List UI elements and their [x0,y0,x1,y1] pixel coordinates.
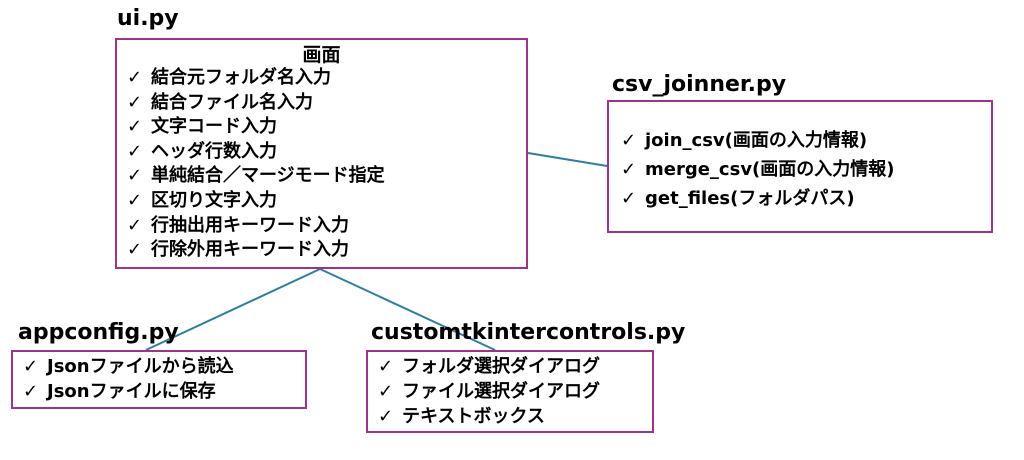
check-icon: ✓ [378,406,394,427]
ui-module-box: 画面 ✓ 結合元フォルダ名入力 ✓ 結合ファイル名入力 ✓ 文字コード入力 ✓ ヘッダ行… [115,38,528,269]
ui-item: ✓ ヘッダ行数入力 [127,140,516,165]
ui-module-title: ui.py [117,6,179,31]
check-icon: ✓ [127,140,143,162]
csv-joinner-item: ✓ get_files(フォルダパス) [621,184,981,213]
ui-item-label: 文字コード入力 [151,116,277,138]
ui-item-label: 単純結合／マージモード指定 [151,165,385,187]
ui-item: ✓ 行抽出用キーワード入力 [127,214,516,239]
check-icon: ✓ [378,381,394,402]
csv-joinner-item-label: merge_csv(画面の入力情報) [645,159,895,180]
ui-item: ✓ 文字コード入力 [127,115,516,140]
customtkintercontrols-item-label: ファイル選択ダイアログ [402,381,600,402]
customtkintercontrols-item: ✓ テキストボックス [378,404,644,429]
customtkintercontrols-item-label: フォルダ選択ダイアログ [402,356,600,377]
ui-item-label: 区切り文字入力 [151,189,277,211]
check-icon: ✓ [23,356,39,377]
check-icon: ✓ [127,165,143,187]
csv-joinner-item-label: join_csv(画面の入力情報) [645,130,868,151]
customtkintercontrols-module-title: customtkintercontrols.py [371,320,686,345]
connector-ui-to-customtkintercontrols [319,268,496,351]
check-icon: ✓ [127,239,143,261]
check-icon: ✓ [127,214,143,236]
ui-item: ✓ 結合ファイル名入力 [127,91,516,116]
customtkintercontrols-item: ✓ フォルダ選択ダイアログ [378,354,644,379]
ui-item: ✓ 単純結合／マージモード指定 [127,164,516,189]
csv-joinner-item: ✓ merge_csv(画面の入力情報) [621,155,981,184]
connector-ui-to-csv-joinner [527,152,608,167]
check-icon: ✓ [621,130,637,151]
csv-joinner-module-box: ✓ join_csv(画面の入力情報) ✓ merge_csv(画面の入力情報) ✓… [607,100,993,233]
appconfig-module-box: ✓ Jsonファイルから読込 ✓ Jsonファイルに保存 [11,350,307,409]
ui-item-label: 結合ファイル名入力 [151,91,313,113]
ui-item-label: 結合元フォルダ名入力 [151,67,331,88]
check-icon: ✓ [127,116,143,138]
appconfig-item-label: Jsonファイルから読込 [47,356,234,377]
ui-item-label: ヘッダ行数入力 [151,140,277,162]
customtkintercontrols-item-label: テキストボックス [402,406,545,427]
check-icon: ✓ [621,188,637,209]
appconfig-item-label: Jsonファイルに保存 [47,381,216,402]
csv-joinner-item: ✓ join_csv(画面の入力情報) [621,126,981,155]
ui-item-label: 行除外用キーワード入力 [151,239,349,261]
check-icon: ✓ [378,356,394,377]
ui-item: ✓ 区切り文字入力 [127,189,516,214]
csv-joinner-item-label: get_files(フォルダパス) [645,188,855,209]
check-icon: ✓ [127,189,143,211]
ui-item-label: 行抽出用キーワード入力 [151,214,349,236]
check-icon: ✓ [621,159,637,180]
check-icon: ✓ [127,91,143,113]
appconfig-module-title: appconfig.py [18,320,179,345]
ui-item: ✓ 行除外用キーワード入力 [127,238,516,263]
appconfig-item: ✓ Jsonファイルから読込 [23,354,297,379]
check-icon: ✓ [23,381,39,402]
ui-item: ✓ 結合元フォルダ名入力 [127,66,516,91]
appconfig-item: ✓ Jsonファイルに保存 [23,379,297,404]
ui-box-header: 画面 [302,44,341,66]
connector-ui-to-appconfig [145,268,321,351]
csv-joinner-module-title: csv_joinner.py [612,72,787,97]
customtkintercontrols-module-box: ✓ フォルダ選択ダイアログ ✓ ファイル選択ダイアログ ✓ テキストボックス [366,350,654,433]
customtkintercontrols-item: ✓ ファイル選択ダイアログ [378,379,644,404]
check-icon: ✓ [127,67,143,88]
